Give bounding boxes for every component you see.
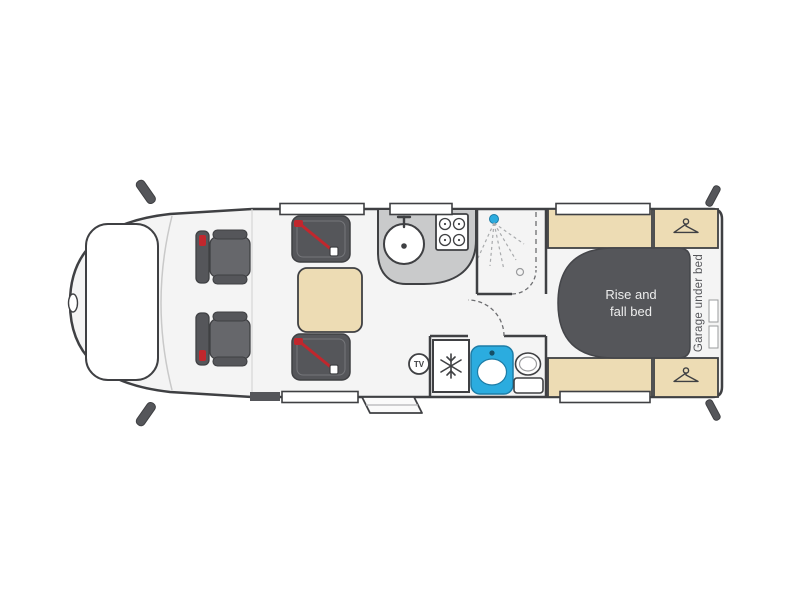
seatbelt-icon	[298, 340, 334, 370]
partition-walls	[428, 209, 548, 397]
hanger-bottom-icon	[673, 367, 699, 383]
tv-badge	[408, 353, 430, 375]
rear-light-bottom-icon	[705, 399, 721, 421]
seatbelt-buckle	[329, 364, 339, 375]
bedside-counter-bottom	[547, 357, 653, 398]
toilet-icon	[513, 352, 544, 394]
window-bedroom-bottom	[559, 390, 651, 404]
washbasin-icon	[470, 345, 514, 395]
washroom-door-arc	[467, 299, 505, 337]
garage-hatch-1	[708, 299, 719, 323]
wardrobe-top	[653, 208, 719, 249]
seatbelt-anchor	[199, 350, 206, 361]
seat-armrest	[212, 311, 248, 322]
garage-label: Garage under bed	[693, 254, 705, 352]
window-kitchen-top	[389, 202, 453, 216]
entry-step	[361, 396, 423, 414]
cab-seat-passenger	[195, 311, 251, 367]
dashboard-line	[160, 215, 173, 391]
cab-seat-driver	[195, 229, 251, 285]
seat-cushion	[209, 318, 251, 360]
seat-cushion	[209, 236, 251, 278]
snowflake-icon	[440, 353, 462, 379]
shower-spray-lines	[477, 222, 525, 271]
tv-label: TV	[414, 360, 425, 369]
window-bedroom-top	[555, 202, 651, 216]
seatbelt-icon	[298, 222, 334, 252]
shower-door-arc	[511, 269, 537, 295]
cab-windscreen	[85, 223, 159, 381]
shower-drain	[515, 267, 525, 277]
bed-label-line1: Rise and	[605, 287, 656, 302]
lounge-table	[297, 267, 363, 333]
hob-icon	[435, 213, 469, 251]
rear-light-top-icon	[705, 185, 721, 207]
window-lounge-bottom	[281, 390, 359, 404]
sink-tap-icon	[396, 215, 412, 229]
garage-hatch-2	[708, 325, 719, 349]
wardrobe-bottom	[653, 357, 719, 398]
sink-drain	[401, 243, 407, 249]
fuel-filler-cap	[67, 293, 79, 313]
seat-armrest	[212, 274, 248, 285]
wing-mirror-top-icon	[135, 179, 156, 205]
travel-seat-bottom	[291, 333, 351, 381]
travel-seat-top	[291, 215, 351, 263]
seat-armrest	[212, 229, 248, 240]
shower-head-icon	[489, 214, 499, 224]
door-sill	[250, 392, 280, 401]
bed-label-line2: fall bed	[610, 304, 652, 319]
wing-mirror-bottom-icon	[135, 401, 156, 427]
seatbelt-anchor	[199, 235, 206, 246]
hanger-top-icon	[673, 218, 699, 234]
rise-fall-bed	[557, 247, 691, 359]
seat-armrest	[212, 356, 248, 367]
window-lounge-top	[279, 202, 365, 216]
seatbelt-buckle	[329, 246, 339, 257]
